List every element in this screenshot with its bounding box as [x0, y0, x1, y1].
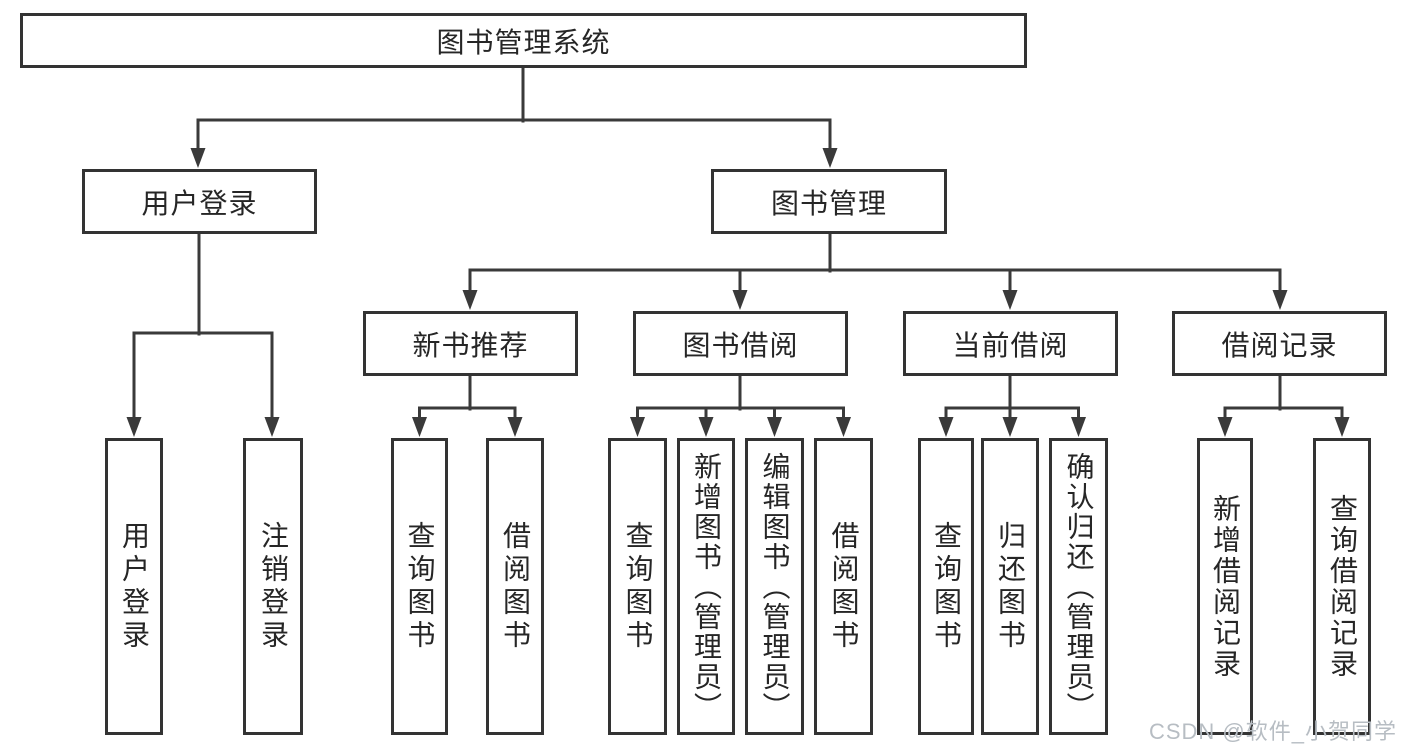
- node-leaf-add-borrow-record: 新增借阅记录: [1197, 438, 1253, 735]
- node-leaf-edit-books-admin: 编辑图书（管理员）: [745, 438, 804, 735]
- node-leaf-borrow-books-recommend-label: 借阅图书: [500, 520, 531, 653]
- node-root-label: 图书管理系统: [436, 26, 611, 58]
- node-leaf-borrow-books-label: 借阅图书: [828, 520, 860, 653]
- node-user-login-branch: 用户登录: [82, 169, 317, 234]
- node-book-borrowing: 图书借阅: [633, 311, 848, 376]
- watermark: CSDN @软件_小贺同学: [1148, 719, 1397, 744]
- node-leaf-query-books-current-label: 查询图书: [931, 520, 962, 653]
- node-leaf-user-login-label: 用户登录: [119, 520, 150, 653]
- node-new-book-recommend: 新书推荐: [363, 311, 578, 376]
- node-leaf-query-books-borrow: 查询图书: [608, 438, 667, 735]
- node-book-management-label: 图书管理: [770, 187, 887, 219]
- node-leaf-return-books: 归还图书: [981, 438, 1039, 735]
- node-borrowing-records: 借阅记录: [1172, 311, 1387, 376]
- node-leaf-edit-books-admin-label: 编辑图书（管理员）: [759, 451, 791, 722]
- node-leaf-query-books-recommend-label: 查询图书: [404, 520, 436, 653]
- node-leaf-query-books-recommend: 查询图书: [391, 438, 448, 735]
- node-new-book-recommend-label: 新书推荐: [412, 329, 529, 361]
- node-borrowing-records-label: 借阅记录: [1221, 329, 1338, 361]
- node-current-borrowing: 当前借阅: [903, 311, 1118, 376]
- node-leaf-add-books-admin-label: 新增图书（管理员）: [691, 451, 722, 722]
- node-root: 图书管理系统: [20, 13, 1027, 68]
- arrowheads: [126, 148, 1350, 437]
- node-book-borrowing-label: 图书借阅: [682, 329, 799, 361]
- node-leaf-borrow-books: 借阅图书: [814, 438, 873, 735]
- node-leaf-user-login: 用户登录: [105, 438, 163, 735]
- node-current-borrowing-label: 当前借阅: [952, 329, 1069, 361]
- node-leaf-add-books-admin: 新增图书（管理员）: [677, 438, 735, 735]
- node-leaf-query-borrow-record-label: 查询借阅记录: [1327, 493, 1358, 680]
- node-leaf-borrow-books-recommend: 借阅图书: [486, 438, 544, 735]
- node-leaf-add-borrow-record-label: 新增借阅记录: [1210, 493, 1241, 680]
- node-book-management: 图书管理: [711, 169, 947, 234]
- node-leaf-return-books-label: 归还图书: [995, 520, 1026, 653]
- node-leaf-query-books-current: 查询图书: [918, 438, 974, 735]
- node-leaf-logout: 注销登录: [243, 438, 303, 735]
- connector-paths: [132, 64, 1344, 421]
- node-leaf-query-books-borrow-label: 查询图书: [622, 520, 654, 653]
- node-leaf-confirm-return-admin: 确认归还（管理员）: [1049, 438, 1108, 735]
- node-leaf-confirm-return-admin-label: 确认归还（管理员）: [1063, 451, 1095, 722]
- node-leaf-query-borrow-record: 查询借阅记录: [1313, 438, 1371, 735]
- node-leaf-logout-label: 注销登录: [258, 520, 289, 653]
- node-user-login-branch-label: 用户登录: [141, 187, 258, 219]
